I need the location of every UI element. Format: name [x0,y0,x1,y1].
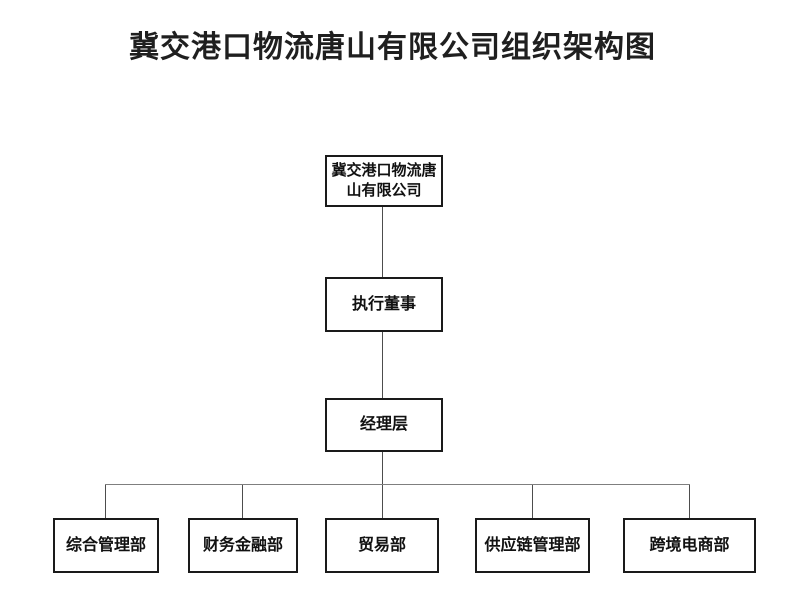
org-node-dept-trade: 贸易部 [325,518,439,573]
org-node-company-root: 冀交港口物流唐山有限公司 [325,155,443,207]
connector-drop-dept-1 [105,485,106,518]
connector-drop-dept-2 [242,485,243,518]
org-node-dept-general-management: 综合管理部 [53,518,159,573]
org-node-management-layer: 经理层 [325,398,443,452]
org-node-dept-cross-border-ecommerce: 跨境电商部 [623,518,756,573]
connector-drop-dept-5 [689,485,690,518]
connector-horizontal-bus [105,484,690,485]
connector-drop-dept-3 [382,485,383,518]
connector-root-to-director [382,207,383,277]
org-node-executive-director: 执行董事 [325,277,443,332]
org-node-dept-finance: 财务金融部 [188,518,298,573]
connector-manager-to-bus [382,452,383,485]
connector-director-to-manager [382,332,383,398]
org-node-dept-supply-chain: 供应链管理部 [475,518,590,573]
connector-drop-dept-4 [532,485,533,518]
chart-title: 冀交港口物流唐山有限公司组织架构图 [129,31,656,64]
